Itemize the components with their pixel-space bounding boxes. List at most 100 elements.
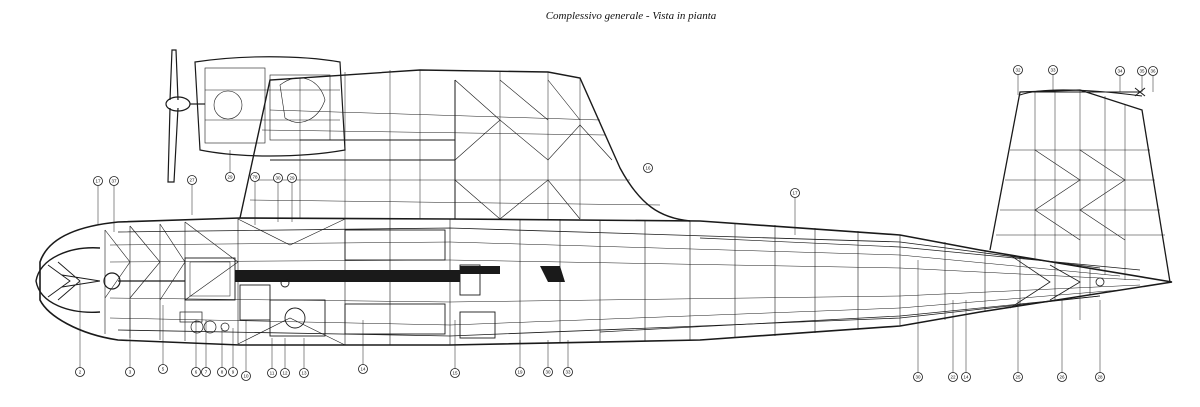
bottom-callout: 5 (158, 305, 168, 374)
wing-diagonal-bracing (454, 79, 613, 220)
top-callout-circle (1148, 66, 1158, 76)
nose-cone-chevrons (47, 261, 101, 301)
stabilizer-cross-bracing (1034, 149, 1126, 241)
bottom-callout-circle (228, 367, 238, 377)
top-callout: 33 (1048, 65, 1058, 92)
bottom-callout-circle (299, 368, 309, 378)
bottom-callout-label: 9 (232, 370, 235, 375)
equipment-boxes (184, 229, 496, 339)
bottom-callout-circle (515, 367, 525, 377)
bottom-callout-circle (1013, 372, 1023, 382)
engine-details (204, 67, 340, 144)
fuselage-stringers (109, 241, 1141, 326)
fuselage-outline (39, 217, 1173, 346)
top-callout-label: 16 (645, 166, 651, 171)
top-callout: 16 (643, 163, 653, 173)
bottom-callout-label: 5 (162, 367, 165, 372)
top-callout: 34 (1115, 66, 1125, 92)
top-callout-circle (93, 176, 103, 186)
top-callout: 36 (1148, 66, 1158, 92)
bottom-callout: 19 (515, 340, 525, 377)
top-callout-label: 17 (792, 191, 798, 196)
bottom-callout-circle (158, 364, 168, 374)
propeller-blade-lower (167, 107, 179, 183)
bottom-callout: 12 (280, 338, 290, 378)
top-callout-circle (225, 172, 235, 182)
bottom-callout-circle (450, 368, 460, 378)
bottom-callout: 22 (948, 300, 958, 382)
bottom-callout-circle (75, 367, 85, 377)
bottom-callout-circle (948, 372, 958, 382)
bottom-callout: 11 (267, 338, 277, 378)
bottom-callout: 3 (125, 300, 135, 377)
bottom-callout-circle (1095, 372, 1105, 382)
central-keel-beam (235, 270, 460, 282)
bottom-callout: 13 (299, 338, 309, 378)
bottom-callout-label: 12 (282, 371, 288, 376)
bottom-callout-label: 13 (301, 371, 307, 376)
top-callout-circle (273, 173, 283, 183)
wing-outline (239, 69, 691, 222)
top-callout-label: 29 (227, 175, 233, 180)
bottom-callout-circle (961, 372, 971, 382)
bottom-callout: 6 (191, 320, 201, 377)
propeller-blade-upper (169, 49, 179, 101)
top-callout-label: 35 (1139, 69, 1145, 74)
bottom-callout: 25 (1013, 300, 1023, 382)
bottom-callout-label: 15 (452, 371, 458, 376)
keel-bracket (540, 266, 565, 282)
bottom-callout-label: 28 (1097, 375, 1103, 380)
top-callout-circle (1048, 65, 1058, 75)
tail-control-rods (599, 237, 1141, 333)
top-callout-label: 37 (111, 179, 117, 184)
top-callout-circle (250, 172, 260, 182)
bottom-callout-circle (241, 371, 251, 381)
bottom-callout: 30 (543, 340, 553, 377)
bottom-callout-circle (563, 367, 573, 377)
top-callout-label: 32 (1015, 68, 1021, 73)
tail-fittings (1009, 254, 1105, 309)
drawing-title: Complessivo generale - Vista in pianta (545, 10, 717, 22)
top-callout: 37 (109, 176, 119, 232)
bottom-callout-circle (217, 367, 227, 377)
top-callout: 32 (1013, 65, 1023, 95)
top-callout-label: 36 (1150, 69, 1156, 74)
top-callout: 29 (225, 150, 235, 182)
forward-truss-bracing (104, 218, 346, 346)
bottom-callout-label: 30 (545, 370, 551, 375)
bottom-callout: 26 (1057, 300, 1067, 382)
top-callout-label: 78 (252, 175, 258, 180)
propeller (165, 49, 205, 183)
wing-root-line (270, 80, 456, 219)
bottom-callout-circle (201, 367, 211, 377)
top-callout-label: 27 (189, 178, 195, 183)
top-callout: 29 (287, 173, 297, 222)
bottom-callout-label: 25 (1015, 375, 1021, 380)
bottom-callout-label: 6 (195, 370, 198, 375)
top-callout-label: 29 (289, 176, 295, 181)
stabilizer-ribs (996, 90, 1165, 320)
top-callout: 17 (93, 176, 103, 225)
engine-nacelle-outline (194, 56, 346, 157)
bottom-callout-circle (267, 368, 277, 378)
bottom-callout-label: 10 (243, 374, 249, 379)
top-callout-label: 17 (95, 179, 101, 184)
top-callout-label: 34 (1117, 69, 1123, 74)
bottom-callout-label: 19 (517, 370, 523, 375)
top-callout-circle (287, 173, 297, 183)
bottom-callout: 9 (228, 328, 238, 377)
bottom-callout-label: 2 (79, 370, 82, 375)
bottom-callout-label: 14 (360, 367, 366, 372)
stabilizer-leading-edge (1019, 89, 1143, 97)
top-callout-circle (643, 163, 653, 173)
bottom-callout: 2 (75, 282, 85, 377)
bottom-callout: 14 (961, 300, 971, 382)
bottom-callout: 7 (201, 320, 211, 377)
bottom-callout-label: 3 (129, 370, 132, 375)
top-callout: 35 (1137, 66, 1147, 92)
elevator-trim-rod (1030, 87, 1146, 97)
bottom-callout-label: 30 (915, 375, 921, 380)
bottom-callout: 33 (563, 340, 573, 377)
